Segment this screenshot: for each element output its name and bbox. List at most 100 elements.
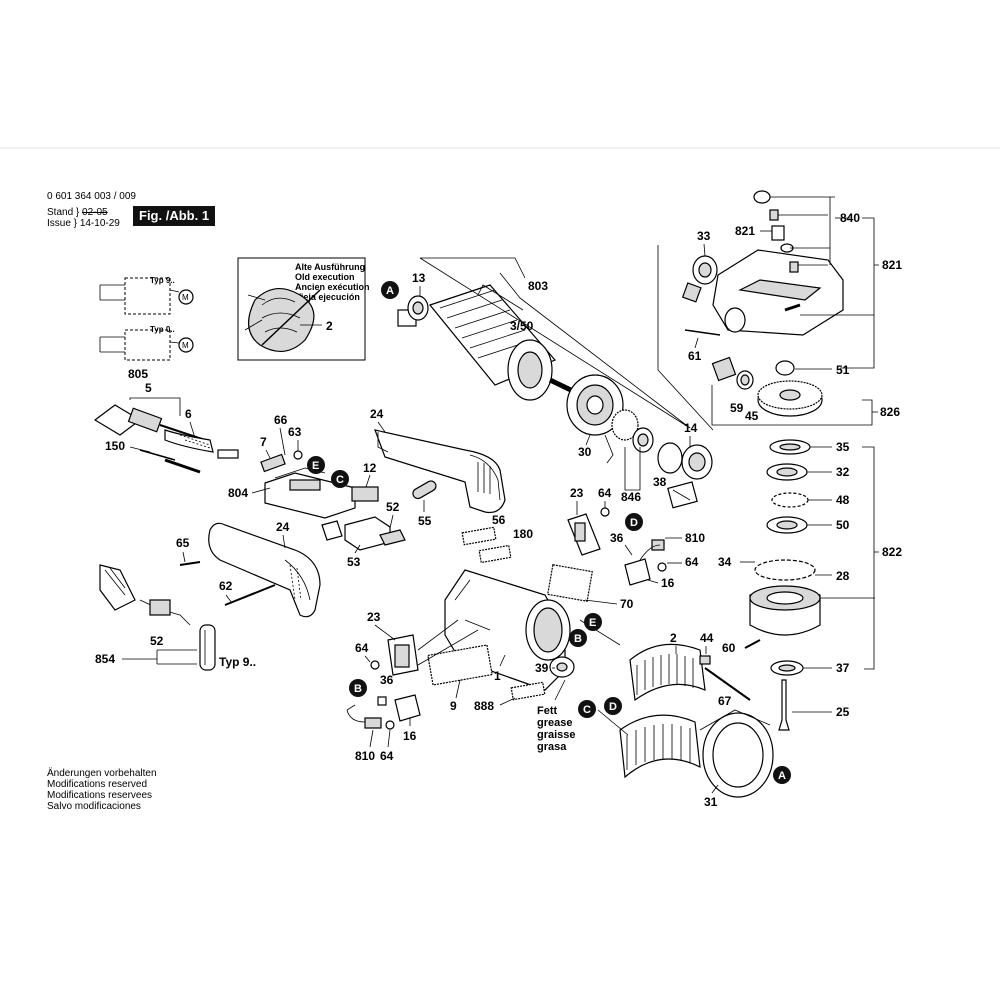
part-label-821-small: 821 bbox=[735, 224, 755, 238]
part-label-53: 53 bbox=[347, 555, 361, 569]
part-label-7: 7 bbox=[260, 435, 267, 449]
svg-text:A: A bbox=[386, 285, 394, 297]
inset-line: Alte Ausführung bbox=[295, 262, 366, 272]
part-label-36-top: 36 bbox=[610, 531, 624, 545]
part-label-64-d: 64 bbox=[380, 749, 394, 763]
marker-d-stator: D bbox=[604, 697, 622, 715]
handle-bottom bbox=[208, 522, 321, 618]
inset-caption: Alte Ausführung Old execution Ancien exé… bbox=[295, 262, 370, 302]
brush-cover-top bbox=[567, 507, 610, 556]
inset-line: Vieja ejecución bbox=[295, 292, 360, 302]
issue-value: 14-10-29 bbox=[79, 218, 120, 229]
field-coil-bottom bbox=[597, 709, 701, 779]
part-label-822: 822 bbox=[882, 545, 902, 559]
part-label-30: 30 bbox=[578, 445, 592, 459]
part-label-23-top: 23 bbox=[570, 486, 584, 500]
part-label-5: 5 bbox=[145, 381, 152, 395]
svg-text:E: E bbox=[589, 617, 596, 629]
svg-text:B: B bbox=[574, 633, 582, 645]
part-label-64-b: 64 bbox=[685, 555, 699, 569]
marker-c-switch: C bbox=[331, 470, 349, 488]
issue-label: Issue bbox=[47, 218, 71, 229]
part-label-70: 70 bbox=[620, 597, 634, 611]
part-label-63: 63 bbox=[288, 425, 302, 439]
part-label-821: 821 bbox=[882, 258, 902, 272]
part-label-32: 32 bbox=[836, 465, 850, 479]
notice-line: Modifications reservees bbox=[47, 790, 153, 801]
part-label-12: 12 bbox=[363, 461, 377, 475]
grease-note-line: graisse bbox=[537, 729, 576, 741]
marker-b-stator: B bbox=[569, 629, 587, 647]
part-label-48: 48 bbox=[836, 493, 850, 507]
part-label-59: 59 bbox=[730, 401, 744, 415]
brush-cover-bottom bbox=[370, 634, 419, 676]
bearing-flange-31 bbox=[699, 709, 774, 798]
part-label-23-bottom: 23 bbox=[367, 610, 381, 624]
part-label-840: 840 bbox=[840, 211, 860, 225]
part-label-1: 1 bbox=[494, 669, 501, 683]
svg-text:C: C bbox=[583, 704, 591, 716]
part-label-67: 67 bbox=[718, 694, 732, 708]
marker-e-stator: E bbox=[584, 613, 602, 631]
part-label-3-50: 3/50 bbox=[510, 319, 534, 333]
marker-a-top: A bbox=[381, 281, 399, 299]
brush-holder-top bbox=[624, 539, 667, 586]
figure-label: Fig. /Abb. 1 bbox=[133, 206, 216, 226]
notice-line: Änderungen vorbehalten bbox=[47, 768, 157, 779]
typ-0-label: Typ 0.. bbox=[150, 325, 175, 334]
gear-housing-head bbox=[681, 249, 844, 336]
switch-assembly bbox=[260, 453, 406, 551]
wiring-diagram-typ9: M Typ 9.. bbox=[99, 276, 194, 315]
svg-text:E: E bbox=[312, 460, 319, 472]
stand-label: Stand bbox=[47, 207, 74, 218]
part-label-888: 888 bbox=[474, 699, 494, 713]
part-label-805: 805 bbox=[128, 367, 148, 381]
part-label-31: 31 bbox=[704, 795, 718, 809]
part-label-14: 14 bbox=[684, 421, 698, 435]
field-coil-2 bbox=[579, 619, 706, 702]
svg-text:D: D bbox=[609, 701, 617, 713]
motor-symbol: M bbox=[182, 341, 189, 350]
part-label-16-top: 16 bbox=[661, 576, 675, 590]
part-label-24-bottom: 24 bbox=[276, 520, 290, 534]
part-label-33: 33 bbox=[697, 229, 711, 243]
bearing-stack bbox=[749, 439, 821, 731]
motor-symbol: M bbox=[182, 293, 189, 302]
part-label-66: 66 bbox=[274, 413, 288, 427]
inset-line: Old execution bbox=[295, 272, 355, 282]
svg-text:D: D bbox=[630, 517, 638, 529]
part-label-16-bottom: 16 bbox=[403, 729, 417, 743]
part-label-180: 180 bbox=[513, 527, 533, 541]
grease-note-line: grasa bbox=[537, 741, 567, 753]
part-label-803: 803 bbox=[528, 279, 548, 293]
part-label-24-top: 24 bbox=[370, 407, 384, 421]
part-label-39: 39 bbox=[535, 661, 549, 675]
part-label-52-bottom: 52 bbox=[150, 634, 164, 648]
part-label-810-top: 810 bbox=[685, 531, 705, 545]
modifications-notice: Änderungen vorbehalten Modifications res… bbox=[47, 768, 157, 812]
inset-old-execution bbox=[237, 257, 366, 361]
part-label-65: 65 bbox=[176, 536, 190, 550]
part-label-25: 25 bbox=[836, 705, 850, 719]
wiring-diagram-typ0: M Typ 0.. bbox=[99, 325, 194, 361]
part-label-52-top: 52 bbox=[386, 500, 400, 514]
document-number: 0 601 364 003 / 009 bbox=[47, 191, 136, 202]
part-label-6: 6 bbox=[185, 407, 192, 421]
part-label-56: 56 bbox=[492, 513, 506, 527]
part-label-45: 45 bbox=[745, 409, 759, 423]
part-label-38: 38 bbox=[653, 475, 667, 489]
power-cable-plug bbox=[93, 404, 239, 474]
part-label-60: 60 bbox=[722, 641, 736, 655]
marker-b-bottom: B bbox=[349, 679, 367, 697]
handle-top bbox=[374, 429, 506, 514]
labels-plates bbox=[427, 526, 593, 701]
svg-text:B: B bbox=[354, 683, 362, 695]
part-label-2: 2 bbox=[670, 631, 677, 645]
part-label-810-bottom: 810 bbox=[355, 749, 375, 763]
marker-a-bottom: A bbox=[773, 766, 791, 784]
revision-block: Stand } 02-05 Issue } 14-10-29 bbox=[47, 207, 120, 229]
part-label-50: 50 bbox=[836, 518, 850, 532]
fan-39 bbox=[549, 656, 575, 678]
svg-text:C: C bbox=[336, 474, 344, 486]
